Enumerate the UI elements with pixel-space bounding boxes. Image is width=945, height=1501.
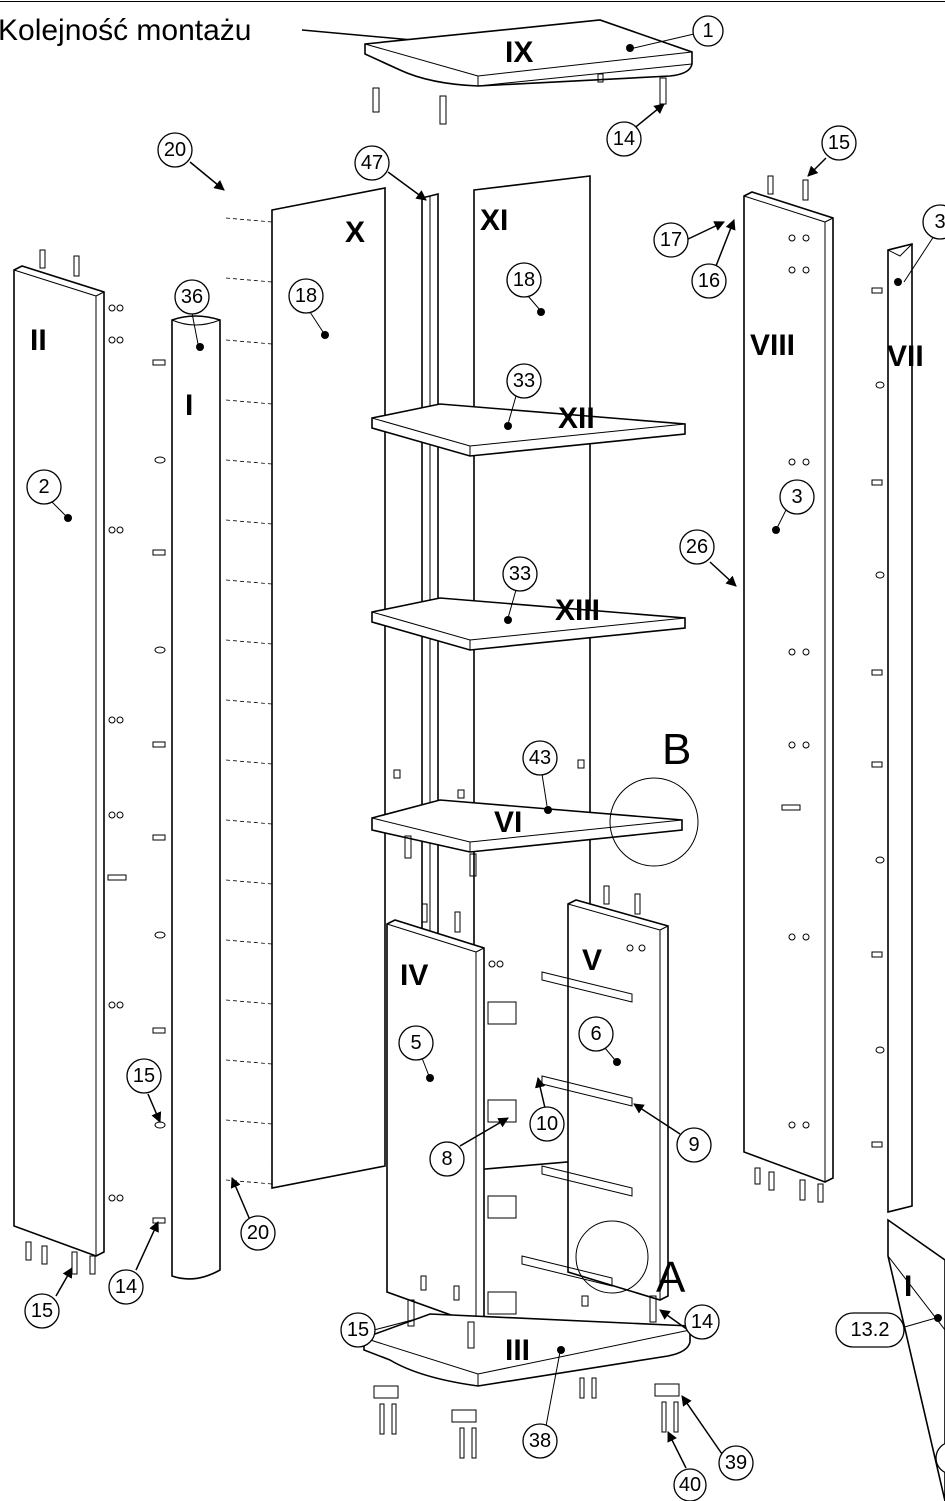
shelf-xiii xyxy=(371,597,686,651)
svg-text:33: 33 xyxy=(509,563,531,585)
column-vii xyxy=(871,242,913,1214)
svg-text:18: 18 xyxy=(295,285,317,307)
svg-text:15: 15 xyxy=(31,1300,53,1322)
svg-text:15: 15 xyxy=(347,1319,369,1341)
label-xiii: XIII xyxy=(555,594,600,627)
svg-text:20: 20 xyxy=(247,1222,269,1244)
callout-26: 26 xyxy=(679,529,737,587)
label-x: X xyxy=(345,216,365,249)
door-v xyxy=(521,885,669,1301)
svg-text:38: 38 xyxy=(529,1430,551,1452)
callout-14-left: 14 xyxy=(108,1221,159,1305)
label-ii: II xyxy=(30,324,47,357)
callout-36: 36 xyxy=(174,279,210,345)
callout-13-2: 13.2 xyxy=(835,1312,937,1348)
callout-1: 1 xyxy=(633,15,724,49)
callout-9: 9 xyxy=(633,1103,712,1163)
svg-text:15: 15 xyxy=(828,132,850,154)
svg-text:3: 3 xyxy=(791,486,802,508)
svg-text:15: 15 xyxy=(133,1065,155,1087)
svg-text:39: 39 xyxy=(725,1452,747,1474)
svg-text:47: 47 xyxy=(361,152,383,174)
callout-5: 5 xyxy=(398,1025,434,1077)
label-vi: VI xyxy=(494,806,522,839)
callout-39: 39 xyxy=(681,1395,754,1481)
svg-text:3: 3 xyxy=(934,211,945,233)
callout-3-right-edge: 3 xyxy=(903,204,945,283)
svg-text:10: 10 xyxy=(536,1113,558,1135)
column-i xyxy=(152,315,221,1280)
back-panel-x xyxy=(225,187,386,1189)
shelf-vi xyxy=(371,759,683,877)
callout-20-top: 20 xyxy=(157,132,225,191)
callout-40: 40 xyxy=(667,1431,707,1501)
label-detail-a: A xyxy=(656,1253,686,1302)
svg-text:14: 14 xyxy=(115,1276,137,1298)
side-panel-ii xyxy=(13,249,127,1275)
svg-text:5: 5 xyxy=(410,1032,421,1054)
svg-text:8: 8 xyxy=(441,1148,452,1170)
detail-b-circle xyxy=(609,777,699,867)
side-panel-viii xyxy=(743,175,834,1203)
callout-partial-bottom-right xyxy=(935,1442,945,1474)
callout-20-bottom: 20 xyxy=(230,1177,276,1251)
callout-17: 17 xyxy=(653,221,725,258)
svg-text:17: 17 xyxy=(660,229,682,251)
callout-14-top: 14 xyxy=(606,103,665,157)
label-ix: IX xyxy=(505,36,533,69)
svg-text:13.2: 13.2 xyxy=(851,1319,890,1341)
svg-text:26: 26 xyxy=(686,536,708,558)
svg-text:36: 36 xyxy=(181,286,203,308)
svg-text:6: 6 xyxy=(590,1023,601,1045)
svg-text:33: 33 xyxy=(513,370,535,392)
detail-a-circle xyxy=(575,1220,649,1294)
shelf-xii xyxy=(371,403,686,457)
svg-text:43: 43 xyxy=(529,747,551,769)
callout-43: 43 xyxy=(522,740,558,807)
label-detail-i: I xyxy=(904,1270,912,1303)
svg-text:16: 16 xyxy=(698,270,720,292)
label-iv: IV xyxy=(400,959,428,992)
svg-text:18: 18 xyxy=(513,269,535,291)
callout-16: 16 xyxy=(691,219,736,299)
callout-33-lower: 33 xyxy=(502,556,538,619)
callout-38: 38 xyxy=(522,1351,561,1459)
callout-8: 8 xyxy=(429,1117,509,1177)
svg-text:2: 2 xyxy=(38,476,49,498)
callout-15-bottom-left: 15 xyxy=(24,1267,73,1329)
callout-18-left: 18 xyxy=(288,278,324,333)
callout-47: 47 xyxy=(354,145,427,201)
callout-2: 2 xyxy=(26,469,67,517)
callout-15-door: 15 xyxy=(340,1312,421,1348)
label-xi: XI xyxy=(480,204,508,237)
label-iii: III xyxy=(505,1334,530,1367)
callout-10: 10 xyxy=(529,1076,565,1142)
callout-14-base: 14 xyxy=(659,1304,720,1340)
label-xii: XII xyxy=(558,402,595,435)
svg-text:20: 20 xyxy=(164,139,186,161)
callout-15-left: 15 xyxy=(126,1058,162,1123)
label-v: V xyxy=(582,944,602,977)
label-vii: VII xyxy=(887,340,924,373)
callout-15-top: 15 xyxy=(807,125,857,177)
assembly-title: Kolejność montażu xyxy=(0,14,251,47)
svg-text:14: 14 xyxy=(613,128,635,150)
callout-18-right: 18 xyxy=(506,262,542,311)
svg-text:1: 1 xyxy=(702,20,713,42)
callout-6: 6 xyxy=(578,1016,616,1061)
svg-text:40: 40 xyxy=(679,1474,701,1496)
label-detail-b: B xyxy=(662,725,691,774)
callout-33-upper: 33 xyxy=(506,363,542,425)
svg-text:14: 14 xyxy=(691,1311,713,1333)
label-viii: VIII xyxy=(750,329,795,362)
svg-text:9: 9 xyxy=(688,1134,699,1156)
label-i: I xyxy=(185,389,193,422)
callout-3: 3 xyxy=(776,479,815,529)
